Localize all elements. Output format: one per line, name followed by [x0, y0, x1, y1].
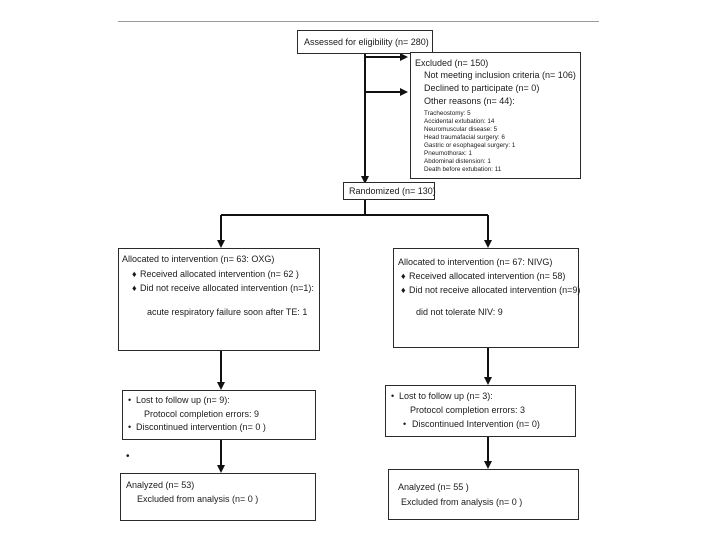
right-discontinued: Discontinued Intervention (n= 0)	[412, 419, 540, 429]
excluded-reason: Gastric or esophageal surgery: 1	[424, 142, 516, 149]
assessed-label: Assessed for eligibility (n= 280)	[304, 37, 429, 47]
left-alloc-not-received: Did not receive allocated intervention (…	[140, 283, 314, 293]
right-followup-box: • Lost to follow up (n= 3): Protocol com…	[385, 385, 576, 437]
left-followup-bullet: •	[128, 422, 132, 432]
right-followup-bullet: •	[403, 419, 407, 429]
right-alloc-reason: did not tolerate NIV: 9	[416, 307, 503, 317]
right-protocol: Protocol completion errors: 3	[410, 405, 526, 415]
right-lost: Lost to follow up (n= 3):	[399, 391, 493, 401]
excluded-item: Not meeting inclusion criteria (n= 106)	[424, 70, 576, 80]
left-analyzed-box: Analyzed (n= 53) Excluded from analysis …	[120, 473, 316, 521]
right-allocation-box: Allocated to intervention (n= 67: NIVG) …	[393, 248, 581, 348]
right-alloc-not-received: Did not receive allocated intervention (…	[409, 285, 581, 295]
right-analyzed-box: Analyzed (n= 55 ) Excluded from analysis…	[388, 469, 579, 520]
excluded-reason: Head traumafacial surgery: 6	[424, 134, 505, 141]
left-alloc-bullet: ♦	[132, 283, 137, 293]
excluded-reason: Pneumothorax: 1	[424, 150, 472, 157]
left-excluded-analysis: Excluded from analysis (n= 0 )	[137, 494, 259, 504]
excluded-item: Declined to participate (n= 0)	[424, 83, 540, 93]
excluded-reason: Tracheostomy: 5	[424, 110, 471, 117]
left-discontinued: Discontinued intervention (n= 0 )	[136, 422, 266, 432]
excluded-box: Excluded (n= 150) Not meeting inclusion …	[410, 52, 581, 179]
right-alloc-bullet: ♦	[401, 285, 406, 295]
excluded-item: Other reasons (n= 44):	[424, 96, 515, 106]
right-alloc-title: Allocated to intervention (n= 67: NIVG)	[398, 257, 553, 267]
left-alloc-received: Received allocated intervention (n= 62 )	[140, 269, 299, 279]
left-protocol: Protocol completion errors: 9	[144, 409, 260, 419]
left-followup-box: • Lost to follow up (n= 9): Protocol com…	[122, 390, 316, 440]
left-followup-bullet: •	[128, 395, 132, 405]
stray-bullet: •	[126, 451, 130, 462]
excluded-reason: Neuromuscular disease: 5	[424, 126, 498, 133]
right-alloc-bullet: ♦	[401, 271, 406, 281]
right-excluded-analysis: Excluded from analysis (n= 0 )	[401, 497, 523, 507]
left-alloc-bullet: ♦	[132, 269, 137, 279]
right-followup-bullet: •	[391, 391, 395, 401]
excluded-reason: Abdominal distension: 1	[424, 158, 491, 165]
excluded-title: Excluded (n= 150)	[415, 58, 489, 68]
right-alloc-received: Received allocated intervention (n= 58)	[409, 271, 566, 281]
excluded-reason: Death before extubation: 11	[424, 166, 502, 173]
left-lost: Lost to follow up (n= 9):	[136, 395, 230, 405]
left-allocation-box: Allocated to intervention (n= 63: OXG) ♦…	[118, 248, 320, 351]
left-alloc-reason: acute respiratory failure soon after TE:…	[147, 307, 308, 317]
assessed-box: Assessed for eligibility (n= 280)	[297, 30, 433, 54]
randomized-box: Randomized (n= 130)	[343, 182, 436, 200]
randomized-label: Randomized (n= 130)	[349, 186, 436, 196]
excluded-reason: Accidental extubation: 14	[424, 118, 495, 125]
left-analyzed: Analyzed (n= 53)	[126, 480, 195, 490]
top-rule	[118, 21, 599, 22]
left-alloc-title: Allocated to intervention (n= 63: OXG)	[122, 254, 275, 264]
right-analyzed: Analyzed (n= 55 )	[398, 482, 469, 492]
